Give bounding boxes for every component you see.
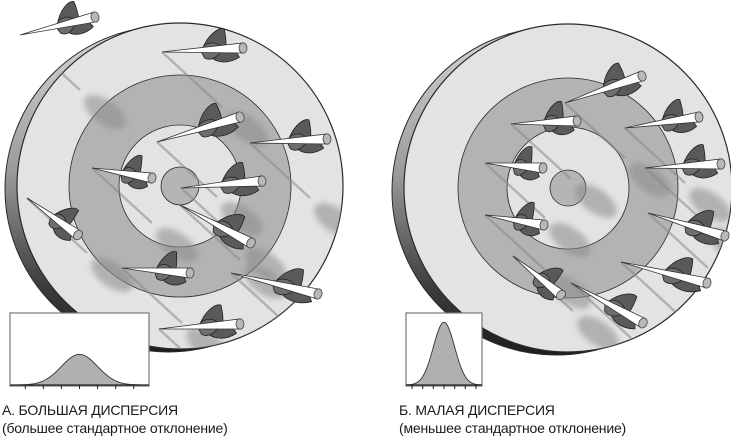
dart-nock: [716, 158, 726, 170]
dart-nock: [73, 229, 83, 241]
dart: [26, 197, 83, 241]
dart-shadow: [624, 127, 731, 222]
dart: [484, 202, 549, 237]
dart-nock: [702, 277, 712, 289]
dart: [647, 210, 730, 245]
dart: [510, 100, 582, 136]
dart-nock: [313, 288, 323, 300]
dart-shadow: [484, 162, 591, 257]
dart-nock: [538, 162, 548, 174]
dart: [249, 119, 332, 154]
dart-nock: [185, 267, 195, 279]
distribution-chart: [9, 312, 150, 389]
dart: [512, 255, 566, 301]
dart-nock: [246, 237, 256, 249]
dart-nock: [90, 11, 100, 23]
dart-nock: [322, 133, 332, 145]
dart: [156, 102, 245, 143]
dart: [121, 251, 195, 286]
darts: [19, 1, 332, 339]
dart-shadow: [249, 142, 343, 237]
dart-nock: [637, 70, 647, 82]
dart-shadow: [564, 102, 671, 197]
dart: [624, 99, 704, 133]
caption-small-dispersion: Б. МАЛАЯ ДИСПЕРСИЯ (меньшее стандартное …: [399, 401, 626, 437]
caption-subtitle: (меньшее стандартное отклонение): [399, 420, 627, 436]
target-small-dispersion: [391, 23, 731, 356]
dart: [230, 268, 323, 304]
dart: [179, 204, 256, 250]
dart: [644, 144, 726, 179]
dart-nock: [238, 42, 248, 54]
dart: [570, 282, 648, 330]
darts: [484, 62, 730, 330]
dart: [161, 28, 248, 63]
caption-title: Б. МАЛАЯ ДИСПЕРСИЯ: [399, 402, 555, 418]
dart-shadow: [91, 167, 198, 262]
caption-title: А. БОЛЬШАЯ ДИСПЕРСИЯ: [2, 402, 178, 418]
dart-nock: [235, 111, 245, 123]
dart-nock: [539, 219, 549, 231]
dart-shadow: [484, 214, 591, 309]
dart-nock: [556, 289, 566, 301]
caption-subtitle: (большее стандартное отклонение): [2, 420, 228, 436]
dart: [180, 162, 267, 196]
dart-shadow: [158, 328, 220, 349]
dart: [158, 304, 245, 339]
dart: [91, 155, 157, 190]
dart-nock: [638, 317, 648, 329]
dart-shadow: [121, 267, 228, 349]
dart: [19, 1, 100, 36]
target-large-dispersion: [4, 1, 344, 353]
dart: [620, 257, 712, 293]
dart-nock: [694, 111, 704, 123]
dart-nock: [147, 172, 157, 184]
dart: [484, 146, 548, 181]
normal-curve: [406, 321, 482, 386]
normal-curve: [10, 353, 149, 386]
dart-shadow: [510, 123, 617, 218]
dart-nock: [720, 230, 730, 242]
dart-nock: [235, 318, 245, 330]
dart-nock: [257, 175, 267, 187]
caption-large-dispersion: А. БОЛЬШАЯ ДИСПЕРСИЯ (большее стандартно…: [2, 401, 228, 437]
dart: [564, 62, 647, 104]
distribution-chart: [405, 312, 483, 389]
dart-nock: [572, 115, 582, 127]
